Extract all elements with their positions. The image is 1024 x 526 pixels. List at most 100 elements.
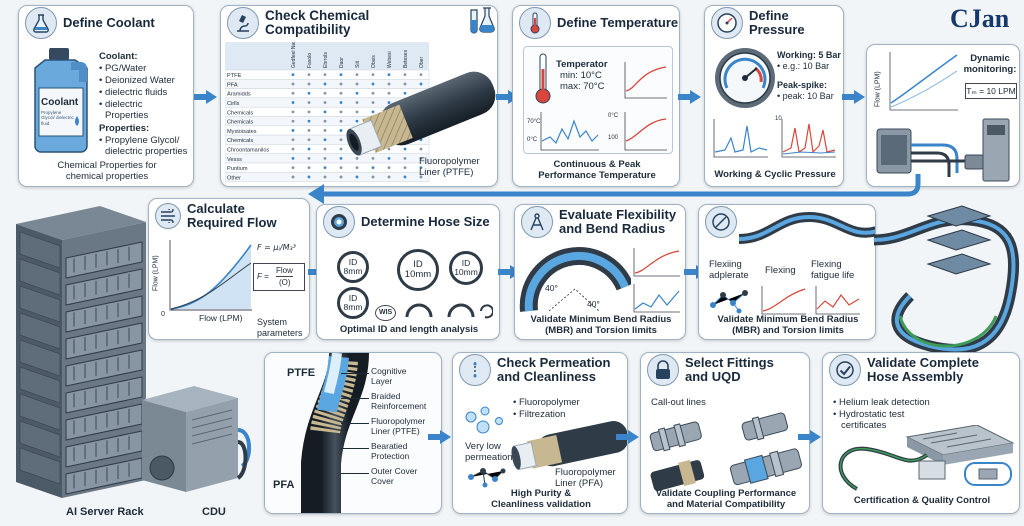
leader-line: [341, 448, 369, 449]
grid-row-label: Chroontamanilos: [227, 148, 269, 154]
grid-dot: [403, 82, 407, 86]
flex-hose-graphic: [739, 211, 875, 244]
grid-dot: [339, 129, 343, 132]
grid-dot: [323, 175, 327, 179]
layered-hose-graphic: [301, 353, 369, 513]
grid-dot: [403, 156, 407, 160]
flow-arrow: [616, 430, 639, 444]
pressure-gauge: [715, 48, 775, 108]
grid-dot: [419, 156, 423, 160]
grid-dot: [323, 147, 327, 151]
step-validate-assembly: Validate Complete Hose Assembly • Helium…: [822, 352, 1020, 514]
step-calculate-flow: Calculate Required Flow Flow (LPM) F = μ…: [148, 198, 310, 340]
grid-dot: [355, 166, 359, 170]
grid-dot: [307, 119, 311, 123]
grid-dot: [291, 119, 295, 123]
flow-chart: [169, 240, 252, 311]
grid-dot: [371, 82, 375, 86]
step-caption: Validate Minimum Bend Radius (MBR) and T…: [717, 314, 859, 336]
grid-row-label: Puntium: [227, 166, 248, 172]
bend-angle: 40°: [545, 283, 558, 293]
leader-line: [341, 473, 369, 474]
flow-arrow: [194, 90, 217, 104]
grid-dot: [323, 91, 327, 95]
grid-dot: [403, 147, 407, 151]
step-caption: Certification & Quality Control: [853, 495, 991, 506]
step-caption: High Purity & Cleanliness validation: [491, 488, 591, 510]
step-define-coolant: Define Coolant Coolant Propylene Glycol/…: [18, 5, 194, 187]
step-caption: Continuous & Peak Performance Temperatur…: [538, 159, 656, 181]
step-title: Define Coolant: [63, 15, 155, 31]
grid-dot: [291, 101, 295, 104]
grid-row-label: Chemicals: [227, 120, 253, 126]
flow-zero: 0: [161, 311, 165, 318]
step-caption: Optimal ID and length analysis: [339, 324, 479, 335]
hose-cross-section-icon: [323, 206, 355, 238]
grid-dot: [387, 175, 391, 179]
bubbles-graphic: [465, 406, 503, 434]
grid-col-header: Siit: [355, 60, 361, 68]
monitoring-title: Dynamic monitoring:: [963, 53, 1017, 76]
step-title: Define Temperature: [557, 15, 679, 31]
permeation-hose-graphic: [511, 421, 627, 471]
grid-dot: [323, 110, 327, 114]
grid-dot: [307, 73, 311, 77]
grid-dot: [339, 110, 343, 114]
flex-label: Flexiing adplerate: [709, 259, 749, 282]
temp-tick: 100: [608, 135, 619, 141]
grid-dot: [371, 156, 375, 160]
step-chemical-compatibility: Check Chemical Compatibility Gedfeel Nas…: [220, 5, 498, 187]
perm-bullet: • Filtrezation: [513, 409, 566, 420]
grid-dot: [403, 166, 407, 170]
bend-angle: 40°: [587, 299, 600, 309]
bend-arcs-graphic: [405, 303, 493, 319]
perm-left-label: Very low permeation: [465, 441, 513, 464]
grid-dot: [371, 101, 375, 104]
assembly-bullet: • Helium leak detection: [833, 397, 930, 408]
grid-dot: [355, 82, 359, 86]
grid-dot: [355, 91, 359, 95]
coolant-item: Properties: [105, 110, 149, 121]
coolant-prop: dielectric properties: [105, 146, 188, 157]
grid-dot: [323, 73, 327, 77]
grid-dot: [355, 175, 359, 179]
flow-arrow: [428, 430, 451, 444]
grid-dot: [403, 175, 407, 179]
grid-dot: [419, 82, 423, 86]
step-caption: Chemical Properties for chemical propert…: [57, 160, 157, 182]
grid-dot: [291, 129, 295, 132]
step-flex-fatigue: Flexiing adplerate Flexing Flexing fatig…: [698, 204, 876, 340]
grid-dot: [323, 166, 327, 170]
temp-tick: 70°C: [527, 119, 541, 125]
pressure-peak-head: Peak-spike:: [777, 80, 828, 90]
pfa-label: PFA: [273, 479, 295, 491]
thermometer-icon: [519, 7, 551, 39]
grid-row-label: Chemicals: [227, 110, 253, 116]
grid-dot: [323, 101, 327, 104]
step-dynamic-monitoring: Flow (LPM) Dynamic monitoring: Tₘ = 10 L…: [866, 44, 1020, 187]
test-tubes-icon: [465, 6, 497, 41]
grid-dot: [307, 138, 311, 142]
temp-curve-bottom-left: [540, 112, 599, 151]
return-flow-arrow: [308, 174, 921, 204]
temp-tick: 0°C: [527, 137, 538, 143]
grid-row-label: PFA: [227, 82, 238, 88]
brand-logo: CJan: [950, 4, 1010, 33]
flow-arrow: [842, 90, 865, 104]
grid-dot: [371, 166, 375, 170]
flow-formula-1: F = μᵢ/M₃³: [257, 243, 296, 252]
grid-row-label: PTFE: [227, 73, 242, 79]
flex-label: Flexing: [765, 265, 796, 276]
grid-dot: [291, 91, 295, 95]
grid-col-header: Obsis: [371, 55, 377, 68]
flex-molecule-graphic: [710, 290, 748, 314]
grid-dot: [291, 175, 295, 179]
bend-chart-bottom: [633, 284, 680, 313]
assembly-graphic: [838, 425, 1015, 491]
callout-label: Call-out lines: [651, 397, 706, 408]
